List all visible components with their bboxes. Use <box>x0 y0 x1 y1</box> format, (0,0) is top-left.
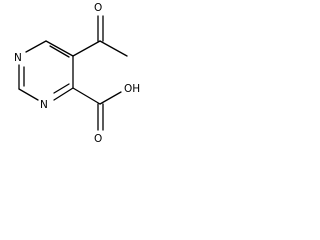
atom-label-n1: N <box>14 52 22 64</box>
bond-c4-carboxyl <box>72 87 101 105</box>
bond-n1-c6 <box>25 40 47 53</box>
bond-c4-n3-inner <box>53 83 70 94</box>
bond-acetyl-methyl <box>99 40 128 57</box>
atom-label-acid-o: O <box>94 133 102 145</box>
atom-label-n3: N <box>40 99 48 111</box>
bond-carboxyl-oh <box>99 91 122 105</box>
bond-c5-acetyl <box>72 40 101 57</box>
bond-c6-c5 <box>45 40 74 57</box>
bond-c4-n3 <box>53 87 74 101</box>
bond-c6-c5-inner <box>49 45 70 58</box>
atom-label-carbonyl-o: O <box>94 2 102 14</box>
pyrimidine-structure-diagram: N N O OH O <box>14 2 140 145</box>
bond-n3-c2 <box>18 88 39 101</box>
atom-label-acid-oh: OH <box>124 83 140 95</box>
